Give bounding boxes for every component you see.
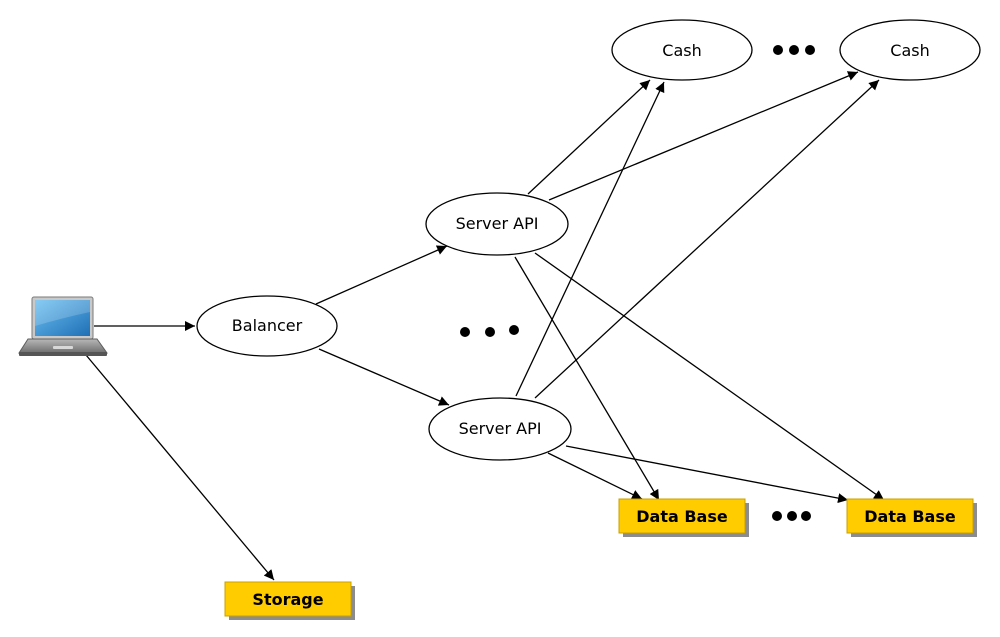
edge-laptop-storage bbox=[85, 354, 275, 581]
edge-balancer-server-top bbox=[315, 245, 448, 305]
server-api-bottom-label: Server API bbox=[459, 419, 542, 438]
balancer-label: Balancer bbox=[232, 316, 303, 335]
cash-right-node: Cash bbox=[839, 19, 981, 81]
database-left-node: Data Base bbox=[618, 498, 749, 537]
ellipsis-cash-icon bbox=[773, 45, 815, 55]
cash-left-node: Cash bbox=[611, 19, 753, 81]
cash-left-label: Cash bbox=[662, 41, 701, 60]
server-api-bottom-node: Server API bbox=[428, 397, 572, 461]
ellipsis-database-icon bbox=[772, 511, 811, 521]
database-right-label: Data Base bbox=[864, 507, 956, 526]
server-api-top-node: Server API bbox=[425, 192, 569, 256]
edge-balancer-server-bottom bbox=[318, 348, 450, 406]
storage-label: Storage bbox=[252, 590, 323, 609]
edge-server-top-database-right bbox=[534, 252, 885, 501]
cash-right-label: Cash bbox=[890, 41, 929, 60]
edge-server-bottom-cash-left bbox=[515, 81, 665, 397]
database-right-node: Data Base bbox=[846, 498, 977, 537]
edge-server-bottom-database-left bbox=[547, 452, 643, 500]
balancer-node: Balancer bbox=[196, 295, 338, 357]
laptop-icon bbox=[18, 296, 108, 356]
edge-server-top-cash-right bbox=[548, 71, 859, 201]
storage-node: Storage bbox=[224, 581, 355, 620]
edge-server-top-cash-left bbox=[527, 79, 651, 195]
ellipsis-servers-icon bbox=[460, 325, 519, 337]
database-left-label: Data Base bbox=[636, 507, 728, 526]
edges-layer bbox=[85, 71, 885, 581]
edge-server-top-database-left bbox=[514, 256, 660, 501]
server-api-top-label: Server API bbox=[456, 214, 539, 233]
edge-server-bottom-cash-right bbox=[534, 79, 880, 399]
edge-server-bottom-database-right bbox=[565, 445, 849, 504]
